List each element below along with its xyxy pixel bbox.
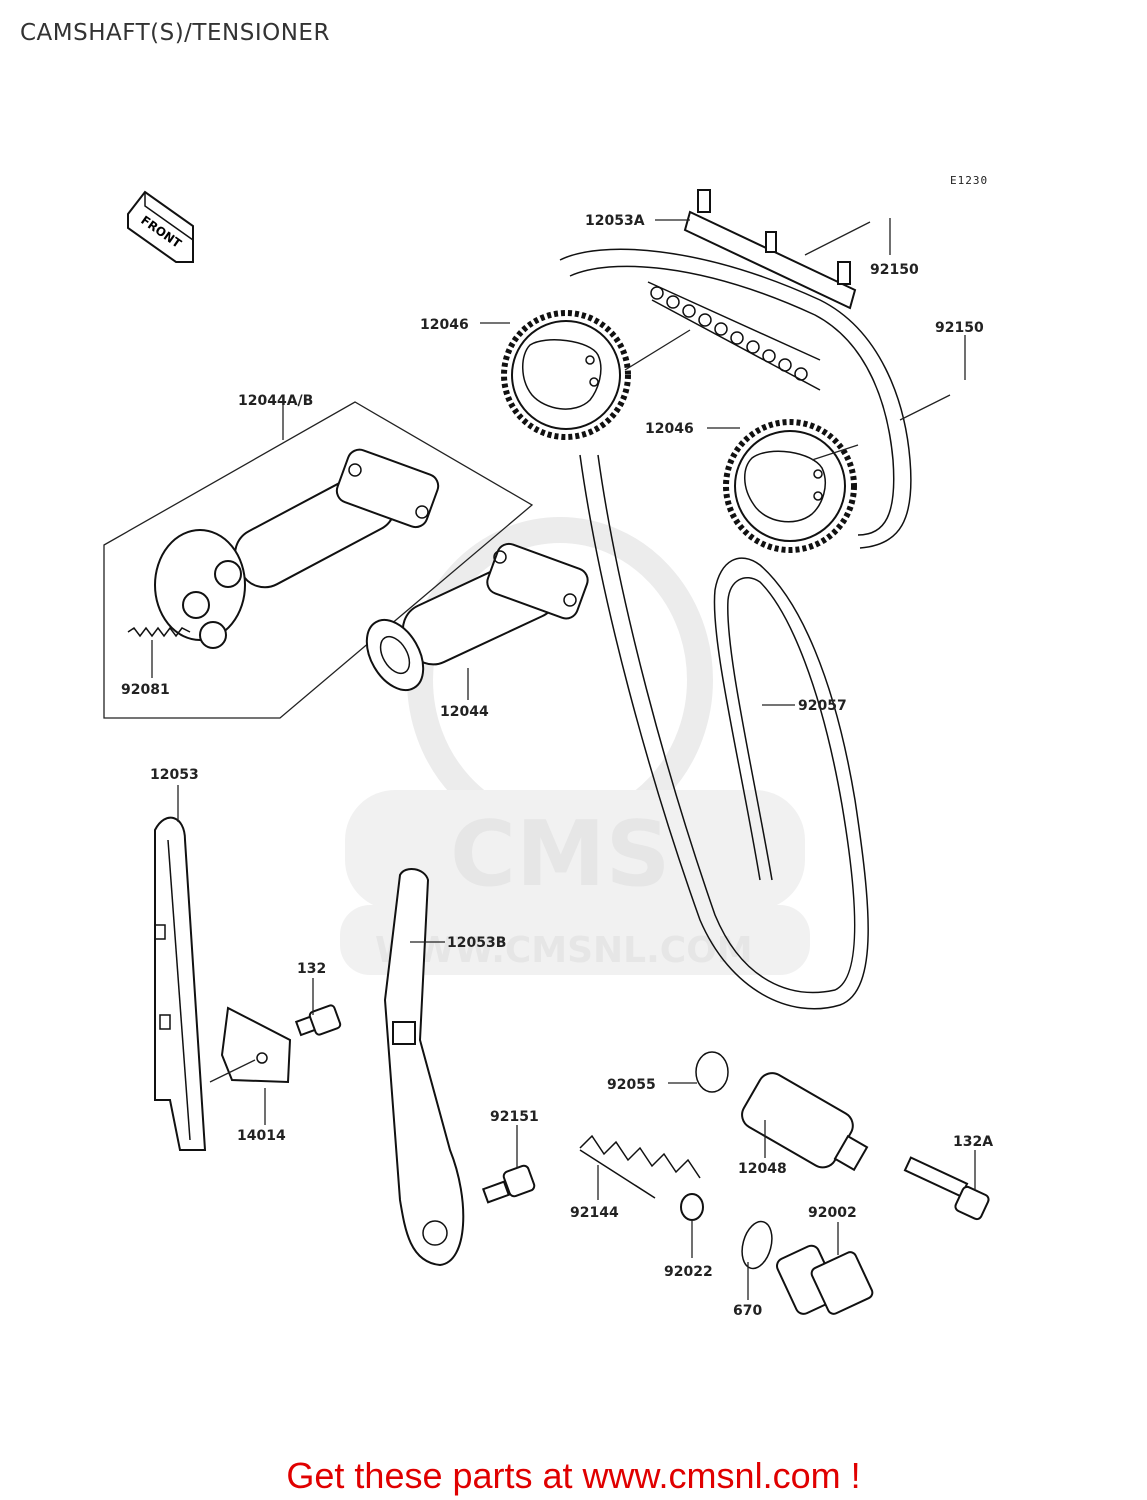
callout-92144: 92144 bbox=[570, 1205, 619, 1221]
callout-92022: 92022 bbox=[664, 1264, 713, 1280]
chain-guide-tensioner bbox=[383, 868, 465, 1267]
callout-12044: 12044 bbox=[440, 704, 489, 720]
footer-link[interactable]: Get these parts at www.cmsnl.com ! bbox=[286, 1455, 861, 1496]
sprocket-upper bbox=[501, 310, 631, 440]
camshaft bbox=[365, 542, 589, 692]
callout-12044ab: 12044A/B bbox=[238, 393, 313, 409]
washer-92022 bbox=[680, 1193, 704, 1221]
cam-chain-tensioner bbox=[741, 1072, 869, 1172]
watermark-brand: CMS bbox=[450, 802, 670, 907]
callout-132: 132 bbox=[297, 961, 326, 977]
callout-92150-upper: 92150 bbox=[870, 262, 919, 278]
o-ring-92055 bbox=[695, 1051, 729, 1093]
front-arrow-icon: FRONT bbox=[127, 190, 194, 263]
callout-92002: 92002 bbox=[808, 1205, 857, 1221]
callout-92055: 92055 bbox=[607, 1077, 656, 1093]
callout-12053b: 12053B bbox=[447, 935, 506, 951]
cms-watermark: CMS WWW.CMSNL.COM bbox=[340, 517, 810, 975]
callout-12046-upper: 12046 bbox=[420, 317, 469, 333]
callout-92151: 92151 bbox=[490, 1109, 539, 1125]
sprocket-lower bbox=[723, 419, 857, 553]
bolt-132a bbox=[903, 1156, 990, 1221]
callout-132a: 132A bbox=[953, 1134, 993, 1150]
pivot-bolt bbox=[481, 1164, 536, 1204]
callout-labels: 12053A 92150 92150 12046 12046 12044A/B … bbox=[121, 213, 993, 1319]
callout-12046-lower: 12046 bbox=[645, 421, 694, 437]
callout-92057: 92057 bbox=[798, 698, 847, 714]
guide-plate bbox=[220, 1006, 292, 1084]
callout-12053a: 12053A bbox=[585, 213, 645, 229]
callout-92150-lower: 92150 bbox=[935, 320, 984, 336]
cam-chain-upper bbox=[559, 248, 912, 549]
watermark-url: WWW.CMSNL.COM bbox=[375, 930, 753, 971]
camshaft-kit-box bbox=[103, 401, 534, 719]
callout-12053: 12053 bbox=[150, 767, 199, 783]
callout-670: 670 bbox=[733, 1303, 762, 1319]
page-title: CAMSHAFT(S)/TENSIONER bbox=[20, 20, 330, 46]
cap-bolt-92002 bbox=[776, 1244, 874, 1315]
callout-14014: 14014 bbox=[237, 1128, 286, 1144]
cam-chain bbox=[579, 454, 869, 1010]
bolt-132 bbox=[294, 1004, 342, 1037]
leader-lines bbox=[151, 218, 976, 1300]
chain-guide-top bbox=[647, 189, 857, 391]
tensioner-spring bbox=[579, 1134, 701, 1199]
diagram-code: E1230 bbox=[950, 174, 988, 187]
o-ring-670 bbox=[741, 1220, 773, 1270]
callout-92081: 92081 bbox=[121, 682, 170, 698]
callout-12048: 12048 bbox=[738, 1161, 787, 1177]
chain-guide-rear bbox=[154, 816, 207, 1151]
